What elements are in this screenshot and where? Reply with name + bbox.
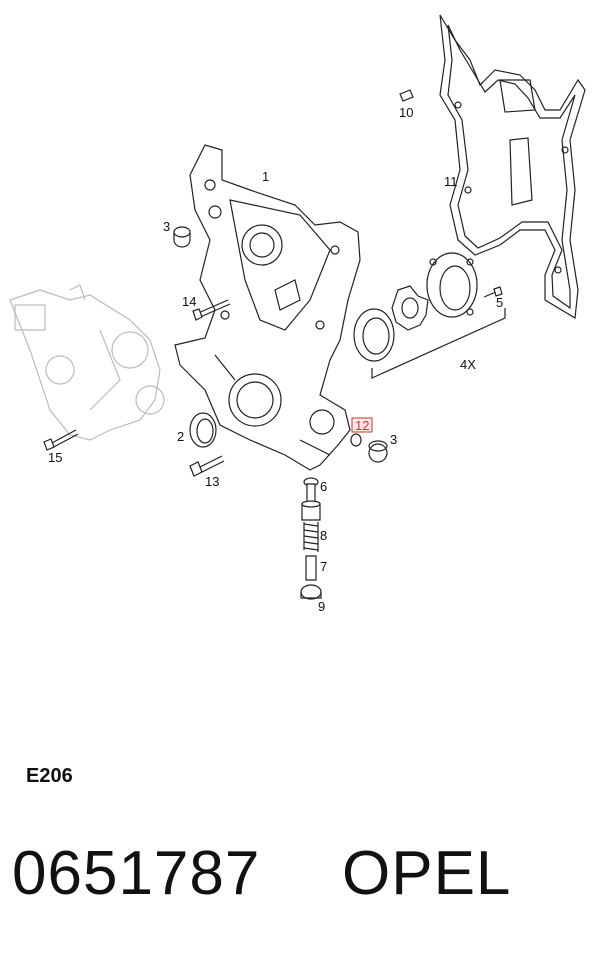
section-code: E206 <box>26 765 73 787</box>
callout-6: 6 <box>320 479 327 494</box>
group-bracket-4x <box>371 308 506 379</box>
exploded-parts-diagram: 1 2 3 3 4X 5 6 7 8 9 10 11 12 13 14 15 <box>9 14 586 614</box>
valve-sleeve <box>301 500 321 521</box>
seal-ring-2 <box>189 412 217 448</box>
callout-9: 9 <box>318 599 325 614</box>
oil-pump-outer-rotor <box>353 308 395 362</box>
callout-11: 11 <box>444 174 458 189</box>
callout-4x: 4X <box>460 357 476 372</box>
cap-9 <box>300 584 322 600</box>
callout-3-upper: 3 <box>163 219 170 234</box>
callout-12-highlight <box>351 417 373 433</box>
callout-1: 1 <box>262 169 269 184</box>
bolt-5 <box>483 286 503 298</box>
bolt-13 <box>189 455 225 477</box>
oil-pump-inner-rotor <box>391 285 429 331</box>
callout-14: 14 <box>182 294 196 309</box>
plug-3-lower <box>368 440 388 463</box>
callout-2: 2 <box>177 429 184 444</box>
callout-8: 8 <box>320 528 327 543</box>
callout-12: 12 <box>355 418 369 433</box>
bolt-14 <box>192 299 231 321</box>
callout-5: 5 <box>496 295 503 310</box>
pressure-valve-6 <box>303 477 319 503</box>
plug-12 <box>350 433 362 447</box>
callout-7: 7 <box>320 559 327 574</box>
water-pump-ghost <box>9 284 165 441</box>
part-number: 0651787 <box>12 839 261 908</box>
plug-3-upper <box>173 226 191 248</box>
pump-cover <box>426 252 478 318</box>
spring-8 <box>303 522 319 552</box>
dowel-pin-10 <box>399 89 414 102</box>
callout-3-lower: 3 <box>390 432 397 447</box>
callout-15: 15 <box>48 450 62 465</box>
callout-10: 10 <box>399 105 413 120</box>
callout-13: 13 <box>205 474 219 489</box>
brand-name: OPEL <box>342 839 512 908</box>
timing-cover-1 <box>174 144 361 471</box>
pin-7 <box>305 555 317 581</box>
gasket-11 <box>439 14 586 319</box>
bolt-15 <box>43 429 79 451</box>
